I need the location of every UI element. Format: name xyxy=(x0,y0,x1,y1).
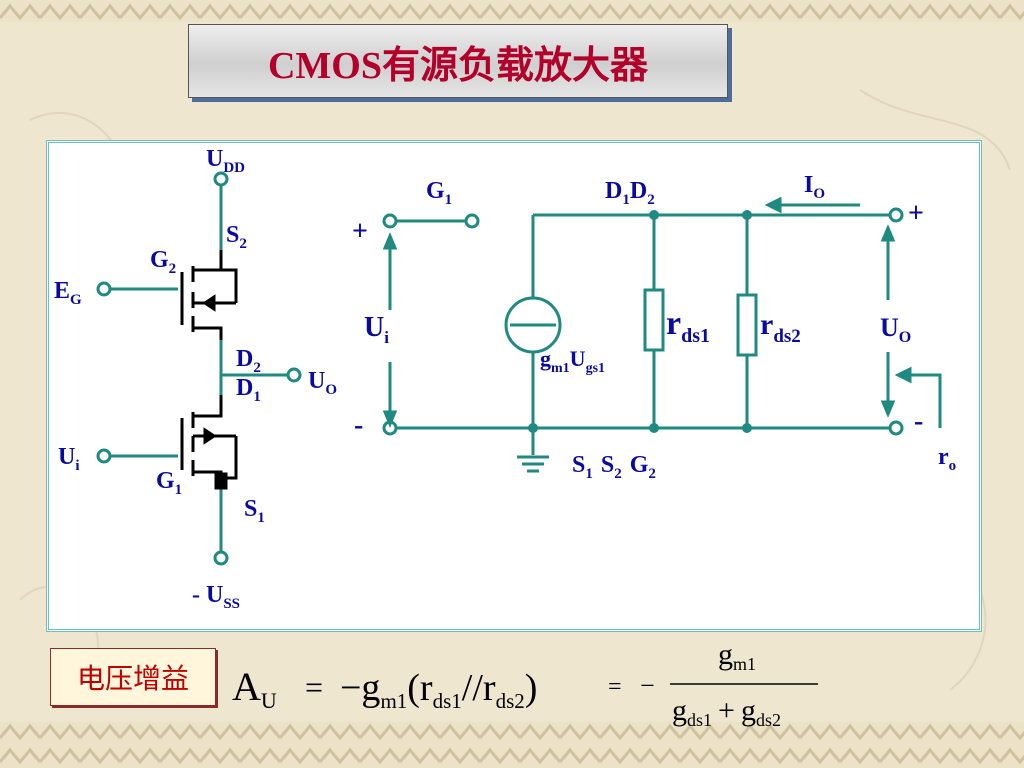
output-terminal-top xyxy=(888,207,904,223)
formula-lhs: AU xyxy=(232,664,277,713)
pmos-transistor xyxy=(180,250,238,340)
equivalent-nodes xyxy=(528,210,752,433)
s1-label: S1 xyxy=(244,496,265,526)
eq-plus-in: + xyxy=(352,216,368,247)
vss-terminal xyxy=(213,550,229,566)
d2-label: D2 xyxy=(236,346,261,376)
eq-ui-label: Ui xyxy=(364,312,389,347)
vss-label: - USS xyxy=(192,582,240,612)
node-rds2-bottom xyxy=(742,423,752,433)
vdd-label: UDD xyxy=(206,146,245,176)
eq-plus-out: + xyxy=(908,198,924,229)
formula-eq2: = xyxy=(608,674,622,700)
s2-label: S2 xyxy=(226,222,247,252)
formula-label-text: 电压增益 xyxy=(76,662,189,695)
uo-label: UO xyxy=(308,368,337,398)
schematic-labels: UDD S2 G2 EG D2 D1 UO Ui G1 S1 - USS xyxy=(54,146,337,612)
node-d-rds1-top xyxy=(649,210,659,220)
cmos-schematic xyxy=(96,171,302,566)
d1-label: D1 xyxy=(236,375,261,405)
formula-eq1: = xyxy=(305,669,323,705)
ui-label: Ui xyxy=(58,444,80,474)
eg-label: EG xyxy=(54,278,82,308)
nmos-transistor xyxy=(180,395,238,490)
equivalent-labels: G1 D1D2 IO + - + - Ui UO gm1Ugs1 rds1 rd… xyxy=(352,172,956,482)
formula-main: −gm1(rds1//rds2) xyxy=(340,667,537,713)
current-source xyxy=(504,296,562,354)
uo-terminal xyxy=(286,367,302,383)
eq-minus-in: - xyxy=(354,410,363,441)
formula-numerator: gm1 xyxy=(718,638,756,674)
formula-label: 电压增益 xyxy=(50,648,216,706)
eq-rds1-label: rds1 xyxy=(666,305,710,347)
equivalent-circuit xyxy=(382,196,942,473)
node-source-bottom xyxy=(528,423,538,433)
eq-d1d2-label: D1D2 xyxy=(605,178,655,208)
eq-minus-out: - xyxy=(914,406,923,437)
g2-label: G2 xyxy=(150,247,176,277)
node-rds1-bottom xyxy=(649,423,659,433)
eq-rds2-label: rds2 xyxy=(760,308,801,347)
formula-minus: − xyxy=(640,671,655,700)
node-d-rds2-top xyxy=(742,210,752,220)
formula-denominator: gds1+gds2 xyxy=(672,694,781,730)
g1-label: G1 xyxy=(156,468,182,498)
slide-title: CMOS有源负载放大器 xyxy=(267,44,648,87)
circuit-panel xyxy=(46,140,982,632)
eq-ro-label: ro xyxy=(938,444,956,474)
eq-uo-label: UO xyxy=(880,313,911,346)
title-banner: CMOS有源负载放大器 xyxy=(188,24,728,98)
eq-source-label: gm1Ugs1 xyxy=(540,346,605,376)
input-terminal-gate xyxy=(464,213,480,229)
eq-io-label: IO xyxy=(804,172,825,202)
output-terminal-bottom xyxy=(888,420,904,436)
eq-g1-label: G1 xyxy=(426,178,452,208)
